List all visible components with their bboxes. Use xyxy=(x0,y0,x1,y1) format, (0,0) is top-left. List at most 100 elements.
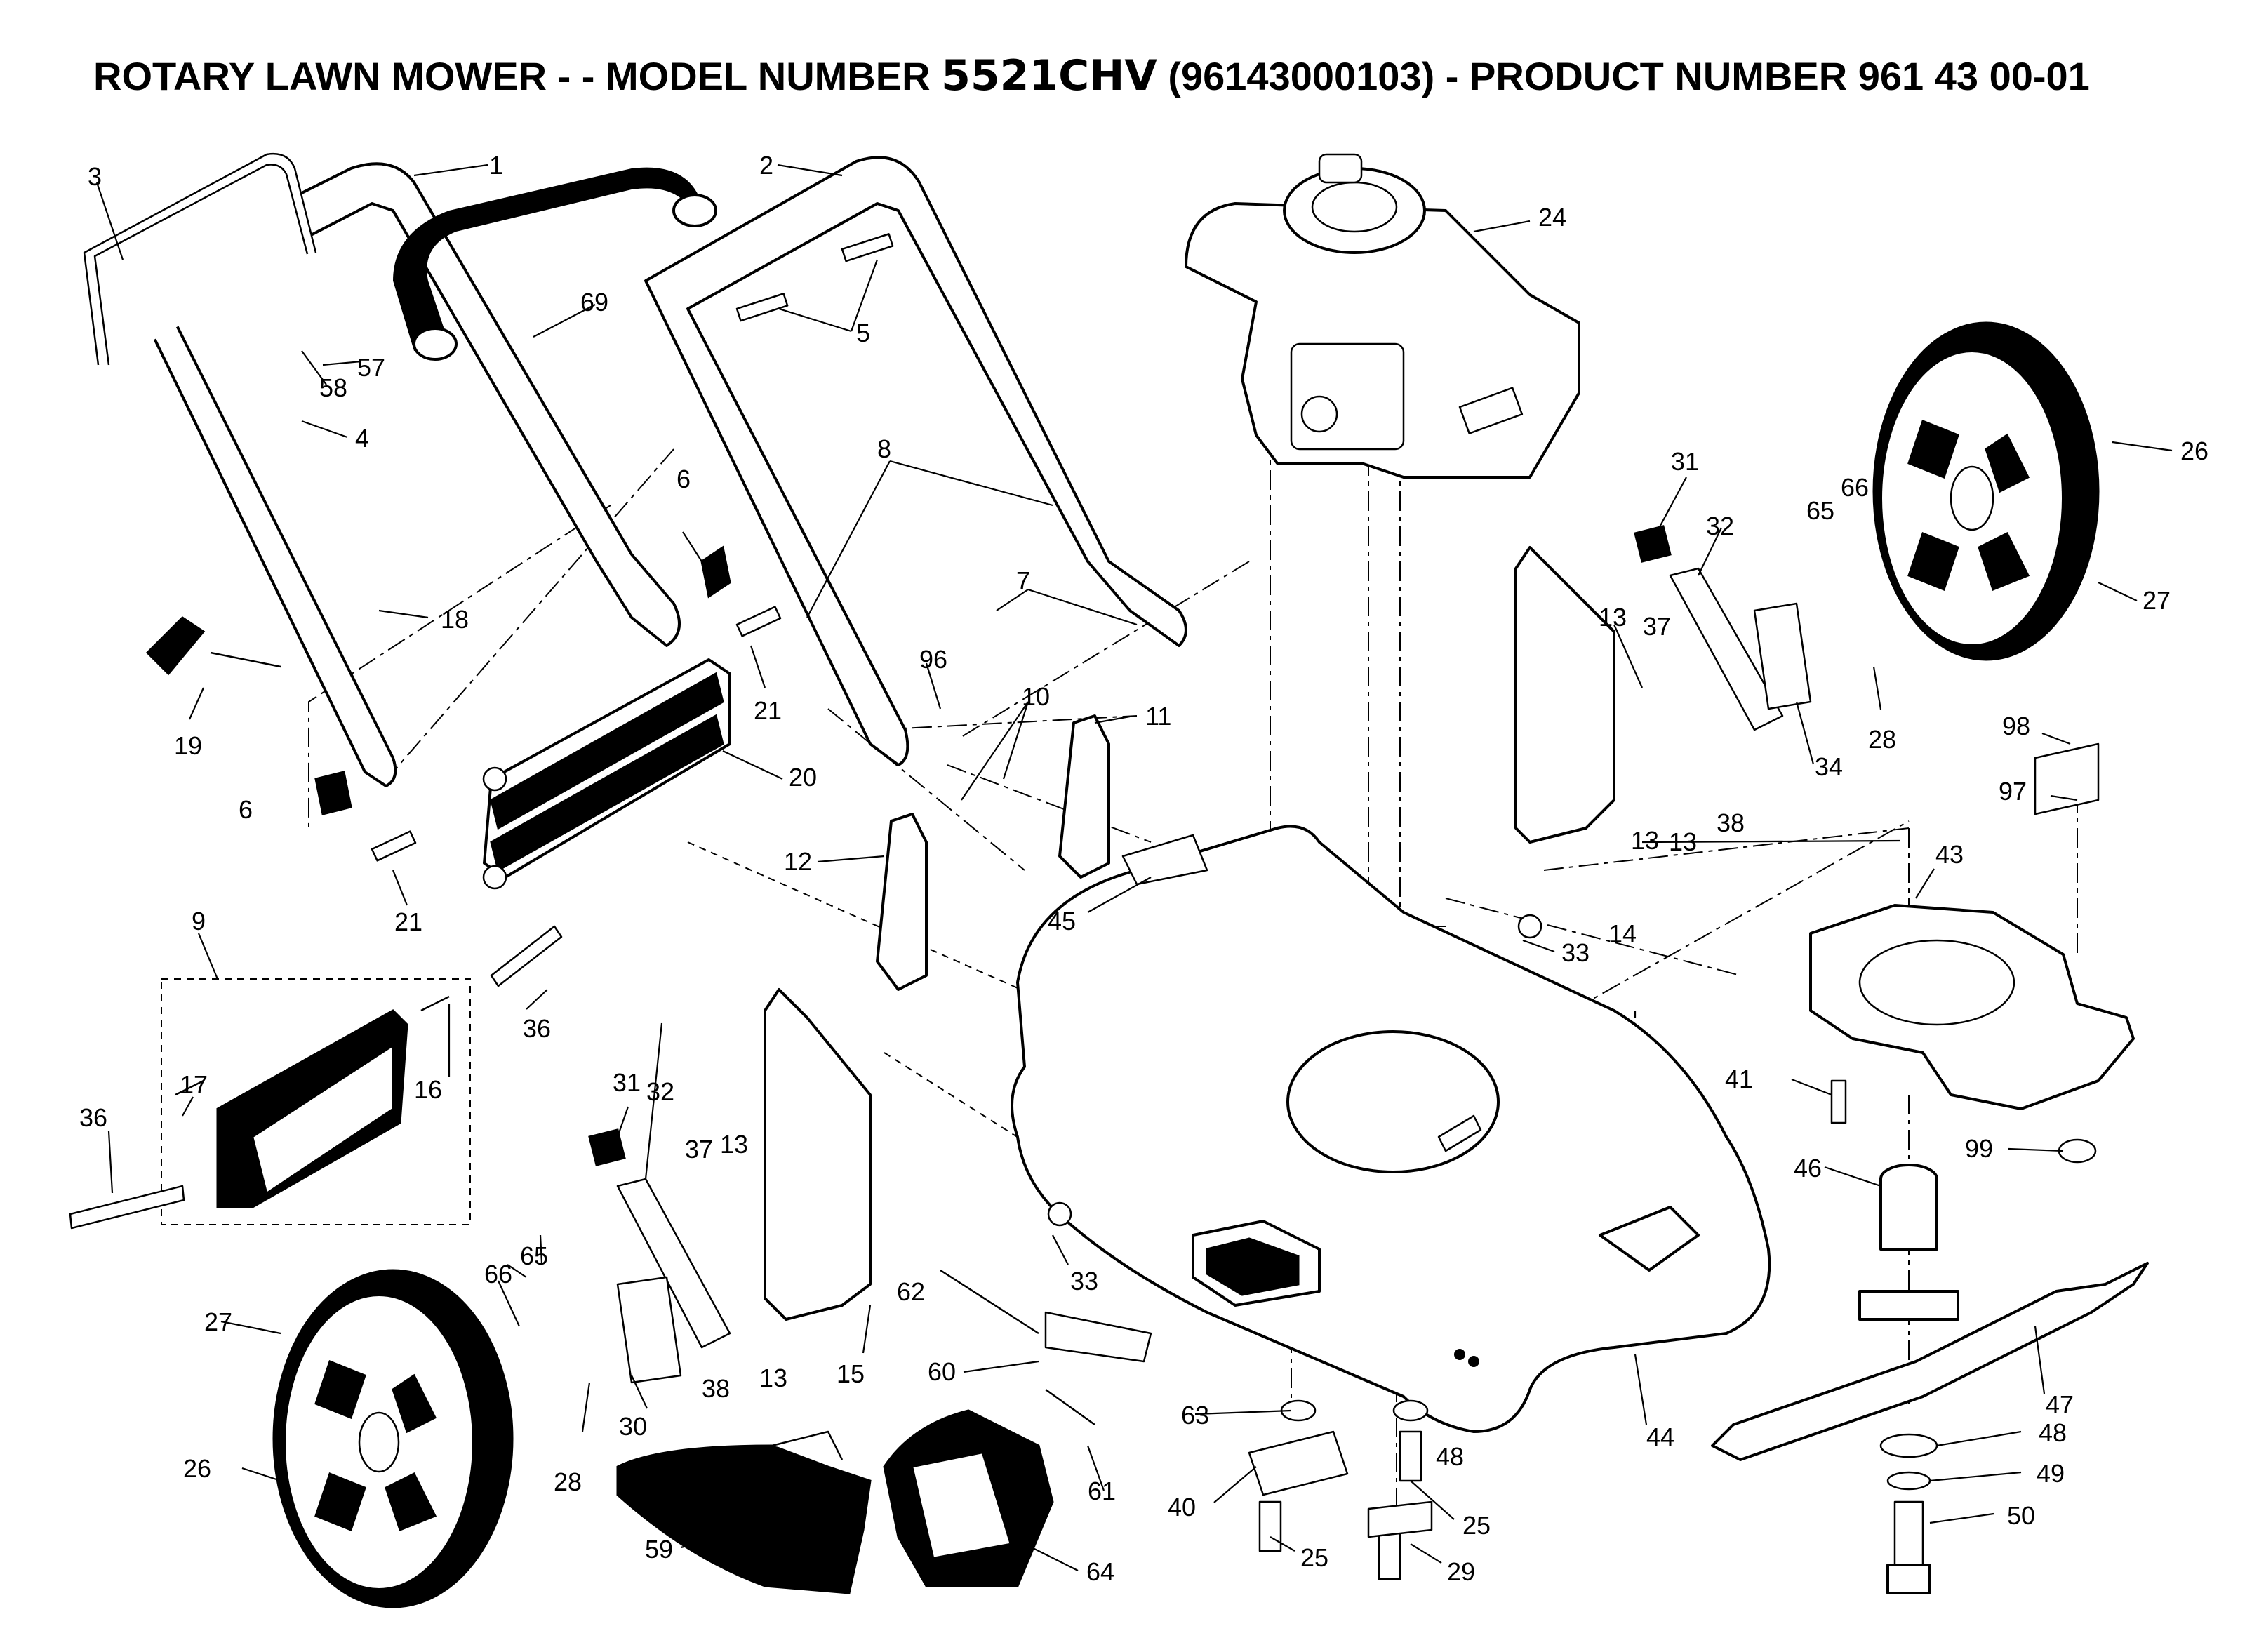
callout-15: 15 xyxy=(837,1359,865,1388)
callout-numbers: 1 2 3 4 5 6 6 7 8 9 10 11 12 13 13 13 13… xyxy=(79,151,2208,1586)
callout-25-left: 25 xyxy=(1300,1543,1328,1572)
leader-lines xyxy=(95,164,2173,1571)
callout-10: 10 xyxy=(1022,682,1050,711)
callout-63: 63 xyxy=(1181,1401,1209,1430)
callout-48-left: 48 xyxy=(1436,1442,1464,1471)
callout-33-right: 33 xyxy=(1561,938,1590,967)
callout-1: 1 xyxy=(489,151,503,180)
callout-26-right: 26 xyxy=(2180,437,2208,465)
handle-bolts xyxy=(371,233,894,862)
callout-26-left: 26 xyxy=(183,1454,211,1483)
callout-32-right: 32 xyxy=(1706,512,1734,540)
callout-29: 29 xyxy=(1447,1557,1475,1586)
callout-66-left: 66 xyxy=(484,1260,512,1288)
callout-46: 46 xyxy=(1794,1154,1822,1183)
callout-66-right: 66 xyxy=(1841,473,1869,502)
callout-36-right: 36 xyxy=(523,1014,551,1043)
callout-41: 41 xyxy=(1725,1065,1753,1093)
callout-12: 12 xyxy=(784,847,812,876)
control-bail xyxy=(83,152,317,366)
callout-57: 57 xyxy=(357,353,385,382)
callout-8: 8 xyxy=(877,434,891,463)
callout-21-lower: 21 xyxy=(394,907,422,936)
height-adjust-bracket-left xyxy=(764,988,872,1321)
callout-27-right: 27 xyxy=(2143,586,2171,615)
rear-wheel-right xyxy=(1872,321,2100,661)
title-model-number: 5521CHV xyxy=(941,51,1157,100)
callout-30: 30 xyxy=(619,1412,647,1441)
callout-5: 5 xyxy=(856,319,870,347)
callout-40: 40 xyxy=(1168,1493,1196,1521)
handle-grip xyxy=(393,167,717,361)
callout-6-lower: 6 xyxy=(239,795,253,824)
callout-47: 47 xyxy=(2046,1390,2074,1419)
callout-50: 50 xyxy=(2007,1501,2035,1530)
diagram-title: ROTARY LAWN MOWER - - MODEL NUMBER 5521C… xyxy=(93,51,2090,100)
blade-bolt xyxy=(1879,1433,1938,1594)
callout-9: 9 xyxy=(192,907,206,935)
callout-27-left: 27 xyxy=(204,1307,232,1336)
title-suffix: (96143000103) - PRODUCT NUMBER 961 43 00… xyxy=(1157,54,2090,98)
front-wheel-left xyxy=(272,1269,514,1608)
discharge-cover xyxy=(883,1409,1054,1587)
callout-37-right: 37 xyxy=(1643,612,1671,641)
callout-97: 97 xyxy=(1999,777,2027,806)
callout-64: 64 xyxy=(1086,1557,1114,1586)
callout-59: 59 xyxy=(645,1535,673,1564)
callout-34: 34 xyxy=(1815,752,1843,781)
callout-19: 19 xyxy=(174,731,202,760)
callout-98: 98 xyxy=(2002,712,2030,740)
callout-20: 20 xyxy=(789,763,817,792)
callout-48-right: 48 xyxy=(2039,1418,2067,1447)
blade xyxy=(1711,1262,2149,1461)
callout-13-d: 13 xyxy=(759,1364,787,1392)
rear-flap-kit xyxy=(69,925,563,1230)
callout-13-c: 13 xyxy=(720,1130,748,1159)
mower-deck xyxy=(1011,825,1771,1433)
callout-4: 4 xyxy=(355,424,369,453)
callout-32-left: 32 xyxy=(646,1077,674,1106)
mulch-plug xyxy=(616,1430,872,1594)
handle-knobs xyxy=(145,545,731,815)
callout-96: 96 xyxy=(919,645,947,674)
callout-13-b: 13 xyxy=(1669,827,1697,856)
callout-49: 49 xyxy=(2037,1459,2065,1488)
blade-adapter xyxy=(1858,1164,1959,1321)
callout-21-upper: 21 xyxy=(754,696,782,725)
callout-99: 99 xyxy=(1965,1134,1993,1163)
callout-38-right: 38 xyxy=(1717,808,1745,837)
callout-61: 61 xyxy=(1088,1477,1116,1505)
callout-31-left: 31 xyxy=(613,1068,641,1097)
callout-37-left: 37 xyxy=(685,1135,713,1164)
side-plates xyxy=(876,714,1208,991)
callout-45: 45 xyxy=(1048,907,1076,935)
callout-17: 17 xyxy=(180,1070,208,1099)
callout-62: 62 xyxy=(897,1277,925,1306)
callout-13-e: 13 xyxy=(1631,826,1659,855)
baffle xyxy=(1809,904,2135,1110)
callout-58: 58 xyxy=(319,373,347,402)
callout-44: 44 xyxy=(1646,1423,1674,1451)
title-prefix: ROTARY LAWN MOWER - - MODEL NUMBER xyxy=(93,54,941,98)
height-adjusters xyxy=(588,525,1812,1384)
callout-28-right: 28 xyxy=(1868,725,1896,754)
callout-25-right: 25 xyxy=(1462,1511,1491,1540)
callout-11: 11 xyxy=(1145,702,1171,731)
callout-36-left: 36 xyxy=(79,1103,107,1132)
callout-7: 7 xyxy=(1016,566,1030,595)
callout-69: 69 xyxy=(580,288,608,317)
callout-16: 16 xyxy=(414,1075,442,1104)
callout-65-right: 65 xyxy=(1806,496,1834,525)
callout-3: 3 xyxy=(88,162,102,191)
callout-65-left: 65 xyxy=(520,1241,548,1270)
callout-13-a: 13 xyxy=(1599,603,1627,632)
callout-31-right: 31 xyxy=(1671,447,1699,476)
height-adjust-bracket-right xyxy=(1514,546,1615,844)
callout-6-upper: 6 xyxy=(677,465,691,493)
callout-38-left: 38 xyxy=(702,1374,730,1403)
rear-deflector-hinge xyxy=(482,658,731,890)
upper-handle xyxy=(644,156,1187,766)
callout-60: 60 xyxy=(928,1357,956,1386)
engine xyxy=(1185,153,1580,479)
